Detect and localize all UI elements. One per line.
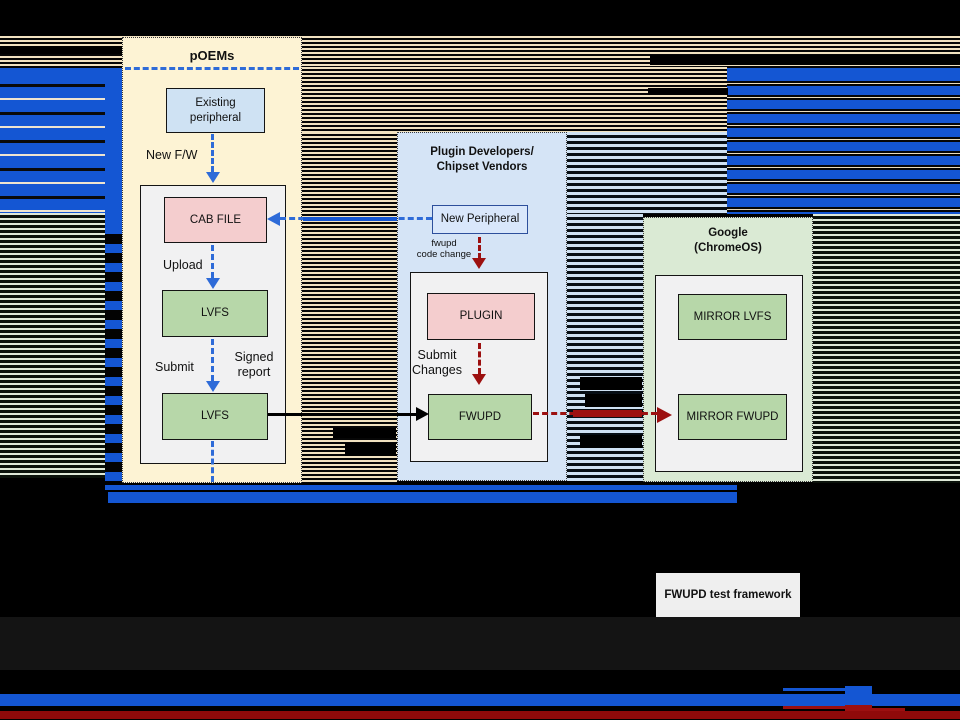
new-fw-label: New F/W — [146, 148, 198, 162]
glitch-footer-red-bar — [0, 711, 960, 719]
glitch-tan-stripes-upper-mid — [302, 67, 727, 132]
glitch-black-bar-1 — [650, 55, 960, 65]
fwupd-test-framework-box: FWUPD test framework — [656, 573, 800, 617]
glitch-green-stripes-right — [813, 214, 960, 483]
glitch-blue-stripes-right — [727, 72, 960, 214]
glitch-footer-red-segment-2 — [872, 708, 905, 713]
cab-file-node: CAB FILE — [164, 197, 267, 243]
glitch-tan-stripes-mid-column — [302, 132, 397, 483]
signed-report-label: Signed report — [234, 350, 274, 379]
glitch-blob-5 — [580, 435, 642, 448]
new-peripheral-node: New Peripheral — [432, 205, 528, 234]
fwupd-node: FWUPD — [428, 394, 532, 440]
arrow-fwupd-code-change-line — [478, 237, 481, 259]
poems-top-dashed-line — [125, 67, 299, 70]
glitch-footer-blue-segment — [783, 688, 845, 691]
glitch-blob-4 — [585, 394, 642, 407]
glitch-footer-blue-bar — [0, 694, 960, 706]
submit-changes-label: Submit Changes — [411, 348, 463, 377]
glitch-blue-column-dashed — [105, 225, 122, 481]
glitch-bottom-blue-thin — [105, 485, 737, 490]
arrow-fwupd-to-mirror-head — [657, 407, 672, 423]
glitch-blue-solid-segment — [303, 217, 397, 221]
fwupd-code-change-label: fwupd code change — [416, 238, 472, 261]
plugin-node: PLUGIN — [427, 293, 535, 340]
glitch-red-solid-segment — [573, 410, 642, 417]
arrow-lvfs-to-fwupd-head — [416, 407, 429, 421]
glitch-blob-3 — [580, 377, 642, 390]
arrow-fwupd-code-change-head — [472, 258, 486, 269]
arrow-upload-head — [206, 278, 220, 289]
submit-label: Submit — [155, 360, 194, 374]
glitch-blue-block-left — [0, 72, 122, 213]
glitch-blue-line-left — [0, 68, 122, 72]
arrow-submit-head — [206, 381, 220, 392]
arrow-upload-line — [211, 245, 214, 278]
glitch-bottom-blue-thick — [108, 492, 737, 503]
arrow-newfw-head — [206, 172, 220, 183]
glitch-footer-red-segment — [783, 706, 845, 709]
glitch-black-bar-topleft — [0, 46, 126, 54]
arrow-poems-bottom-line — [211, 441, 214, 482]
mirror-fwupd-node: MIRROR FWUPD — [678, 394, 787, 440]
glitch-blob-1 — [333, 428, 396, 438]
mirror-lvfs-node: MIRROR LVFS — [678, 294, 787, 340]
arrow-submit-line — [211, 339, 214, 381]
arrow-newfw-line — [211, 134, 214, 172]
glitch-blob-2 — [345, 443, 396, 456]
existing-peripheral-node: Existing peripheral — [166, 88, 265, 133]
poems-title: pOEMs — [189, 48, 235, 63]
glitch-blue-column — [105, 72, 122, 225]
glitch-black-bar-2 — [648, 88, 728, 95]
arrow-newperipheral-to-cab-head — [267, 212, 280, 226]
glitch-lightblue-stripes-a — [567, 132, 727, 214]
plugin-devs-title: Plugin Developers/ Chipset Vendors — [430, 146, 534, 173]
lvfs-top-node: LVFS — [162, 290, 268, 337]
glitch-green-stripes-left — [0, 213, 118, 478]
arrow-submit-changes-line — [478, 343, 481, 374]
lvfs-bottom-node: LVFS — [162, 393, 268, 440]
arrow-submit-changes-head — [472, 374, 486, 385]
upload-label: Upload — [163, 258, 203, 272]
arrow-lvfs-to-fwupd-line — [268, 413, 418, 416]
glitch-footer-red-square — [845, 705, 872, 715]
google-title: Google (ChromeOS) — [694, 227, 762, 254]
glitch-dark-band — [0, 617, 960, 670]
